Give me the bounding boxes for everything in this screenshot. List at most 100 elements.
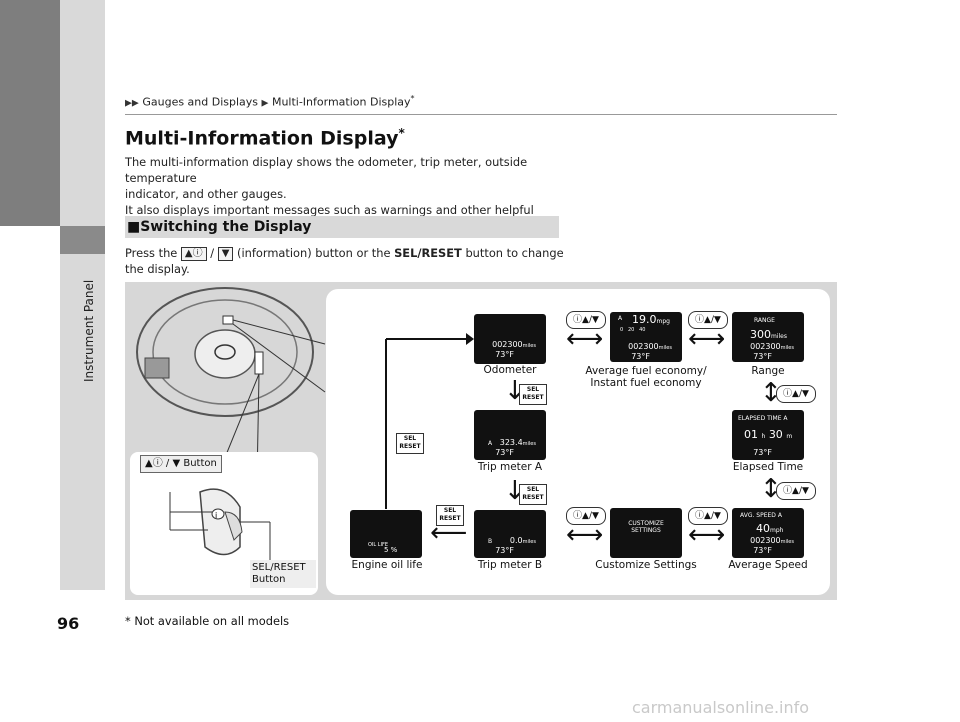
- speed-title: AVG. SPEED A: [740, 512, 782, 519]
- instruction-paragraph: Press the ▲ⓘ / ▼ (information) button or…: [125, 246, 564, 276]
- sel-line1: SEL: [443, 507, 457, 514]
- info-up-button-icon: ▲ⓘ: [180, 246, 207, 261]
- trip-b-screen: B 0.0miles 73°F: [474, 510, 546, 558]
- range-label: Range: [751, 365, 785, 377]
- flow-connectors: [385, 333, 474, 509]
- instruction-post: button to change the display.: [125, 246, 564, 276]
- fuel-economy-screen: A 19.0mpg 0 20 40 002300miles 73°F: [610, 312, 682, 362]
- arrow-up-down-icon: ↕: [760, 378, 782, 408]
- footnote: * Not available on all models: [125, 614, 290, 628]
- range-value: 300miles: [750, 328, 787, 341]
- average-speed-label: Average Speed: [728, 559, 808, 571]
- trip-b-value: 0.0miles: [510, 536, 536, 545]
- button-callout-label: Button: [183, 458, 217, 469]
- sel-line2: RESET: [439, 515, 461, 522]
- breadcrumb: ▶▶ Gauges and Displays ▶ Multi-Informati…: [125, 94, 415, 109]
- breadcrumb-part1[interactable]: Gauges and Displays: [142, 95, 259, 109]
- arrow-left-right-icon: ⟷: [688, 520, 726, 550]
- sidebar-strip: [60, 0, 105, 590]
- trip-b-number: 0.0: [509, 536, 523, 545]
- trip-b-units: miles: [522, 539, 536, 545]
- info-up-down-button: ⓘ▲/▼: [776, 482, 816, 500]
- speed-unit: mph: [770, 527, 784, 534]
- sel-line1: SEL: [526, 386, 540, 393]
- steering-wheel-illustration: [136, 287, 326, 483]
- page-title-star: *: [398, 126, 405, 140]
- intro-line: indicator, and other gauges.: [125, 187, 287, 201]
- fuel-value: 19.0mpg: [632, 313, 670, 326]
- trip-a-units: miles: [522, 441, 536, 447]
- odo-units: miles: [780, 539, 794, 545]
- sel-line2: RESET: [399, 443, 421, 450]
- elapsed-time-screen: ELAPSED TIME A 01 h 30 m 73°F: [732, 410, 804, 460]
- info-up-down-button: ⓘ▲/▼: [688, 507, 728, 525]
- trip-a-number: 323.4: [499, 438, 523, 447]
- speed-value: 40mph: [756, 522, 783, 535]
- watermark: carmanualsonline.info: [632, 698, 810, 717]
- sel-line2: RESET: [522, 394, 544, 401]
- down-button-icon: ▼: [217, 246, 234, 261]
- odometer-value: 002300miles: [492, 340, 536, 349]
- sidebar-chapter-block: [0, 0, 60, 226]
- temperature-value: 73°F: [753, 352, 772, 361]
- odo-number: 002300: [628, 342, 659, 351]
- elapsed-hours: 01: [744, 428, 758, 441]
- odo-units: miles: [658, 345, 672, 351]
- breadcrumb-part2[interactable]: Multi-Information Display: [271, 95, 411, 109]
- hours-unit: h: [761, 433, 766, 440]
- trip-b-prefix: B: [488, 538, 493, 545]
- temperature-value: 73°F: [753, 546, 772, 555]
- page-number: 96: [57, 614, 80, 633]
- arrow-left-right-icon: ⟷: [566, 520, 604, 550]
- odo-number: 002300: [750, 342, 781, 351]
- arrow-left-right-icon: ⟷: [566, 324, 604, 354]
- minutes-unit: m: [786, 433, 793, 440]
- customize-text: CUSTOMIZE SETTINGS: [624, 520, 668, 534]
- instruction-mid: (information) button or the: [237, 246, 391, 260]
- fuel-label-line2: Instant fuel economy: [590, 377, 702, 389]
- instruction-bold: SEL/RESET: [394, 246, 462, 260]
- sel-line2: RESET: [522, 494, 544, 501]
- breadcrumb-arrow-icon: ▶▶: [125, 98, 139, 109]
- header-rule: [125, 114, 837, 115]
- info-up-down-button: ⓘ▲/▼: [566, 507, 606, 525]
- range-unit: miles: [771, 333, 787, 340]
- arrow-left-right-icon: ⟷: [688, 324, 726, 354]
- fuel-unit: mpg: [656, 318, 670, 325]
- customize-line1: CUSTOMIZE: [628, 520, 664, 527]
- odo-units: miles: [522, 343, 536, 349]
- fuel-number: 19.0: [632, 313, 657, 326]
- customize-line2: SETTINGS: [631, 527, 661, 534]
- engine-oil-label: Engine oil life: [351, 559, 423, 571]
- odometer-screen: 002300miles 73°F: [474, 314, 546, 364]
- temperature-value: 73°F: [495, 546, 514, 555]
- temperature-value: 73°F: [495, 448, 514, 457]
- sel-line1: SEL: [526, 486, 540, 493]
- info-up-down-button: ⓘ▲/▼: [566, 311, 606, 329]
- fuel-economy-label: Average fuel economy/ Instant fuel econo…: [576, 365, 716, 389]
- odometer-value: 002300miles: [628, 342, 672, 351]
- breadcrumb-arrow-icon: ▶: [261, 98, 269, 109]
- elapsed-title: ELAPSED TIME A: [738, 415, 788, 422]
- fuel-prefix: A: [618, 315, 623, 322]
- odometer-value: 002300miles: [750, 536, 794, 545]
- page-title-text: Multi-Information Display: [125, 127, 399, 150]
- info-up-down-button: ⓘ▲/▼: [688, 311, 728, 329]
- info-up-down-button: ⓘ▲/▼: [776, 385, 816, 403]
- oil-title: OIL LIFE: [368, 542, 389, 548]
- range-screen: RANGE 300miles 002300miles 73°F: [732, 312, 804, 362]
- odometer-value: 002300miles: [750, 342, 794, 351]
- sel-line1: SEL: [403, 435, 417, 442]
- section-heading: ■Switching the Display: [125, 216, 559, 238]
- sidebar-chapter-tab[interactable]: [60, 226, 105, 254]
- fuel-scale: 0 20 40: [620, 327, 646, 333]
- odo-number: 002300: [492, 340, 523, 349]
- odo-units: miles: [780, 345, 794, 351]
- elapsed-minutes: 30: [768, 428, 783, 441]
- oil-value: 5 %: [384, 546, 398, 554]
- range-number: 300: [750, 328, 771, 341]
